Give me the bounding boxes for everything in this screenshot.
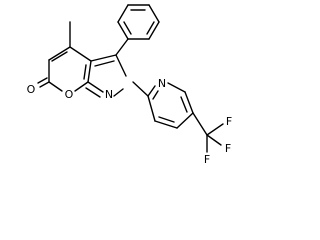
pyridine-bond <box>176 112 194 129</box>
pyrazole-bond <box>90 54 117 62</box>
phenyl-bond <box>117 4 129 23</box>
pyridine-nitrogen-label: N <box>158 77 166 90</box>
fluorine-top-label: F <box>226 115 232 128</box>
chemical-structure-diagram: O O N N F F F <box>27 4 233 166</box>
pyridine-double-bond-inner <box>158 116 175 123</box>
pyridine-bond <box>167 82 186 93</box>
pyrazole-bond <box>115 54 127 77</box>
phenyl-bond <box>148 21 160 40</box>
bond-lines <box>37 4 224 153</box>
pyranone-bond <box>74 81 89 92</box>
ring-nitrogen-label: N <box>105 88 113 101</box>
pyrazole-bond <box>113 88 124 97</box>
pyridine-bond <box>154 120 178 129</box>
fluorine-right-label: F <box>225 142 231 155</box>
pyridine-double-bond-inner <box>180 96 188 113</box>
fluorine-bottom-label: F <box>204 153 210 166</box>
c-f-bond-right <box>206 134 222 146</box>
phenyl-double-bond-inner <box>146 21 155 35</box>
carbonyl-bond <box>39 81 50 88</box>
pyranone-double-bond-inner <box>51 51 68 62</box>
pyridine-bond <box>147 95 156 122</box>
pyridine-bond <box>147 85 156 97</box>
pyranone-bond <box>48 46 71 61</box>
cf3-attachment-bond <box>192 112 208 136</box>
ring-oxygen-label: O <box>65 88 74 101</box>
carbonyl-oxygen-label: O <box>27 83 36 96</box>
n-pyridyl-bond <box>132 81 149 97</box>
phenyl-bond <box>117 21 129 40</box>
phenyl-attachment-bond <box>115 38 129 56</box>
phenyl-bond <box>148 4 160 23</box>
pyridine-double-bond-inner <box>152 90 159 100</box>
phenyl-double-bond-inner <box>123 21 132 35</box>
pyrazole-bond <box>87 81 104 93</box>
pyridine-bond <box>184 91 194 114</box>
c-f-bond-top <box>206 123 224 136</box>
pyranone-bond <box>69 46 92 62</box>
atom-labels: O O N N F F F <box>27 77 233 166</box>
pyrazole-double-bond-inner <box>94 60 115 67</box>
pyranone-bond <box>48 81 63 92</box>
pyrazole-double-bond-outer <box>85 87 101 98</box>
pyranone-bond <box>87 60 92 83</box>
fused-double-bond-inner <box>83 64 87 80</box>
carbonyl-double-bond <box>37 77 48 84</box>
